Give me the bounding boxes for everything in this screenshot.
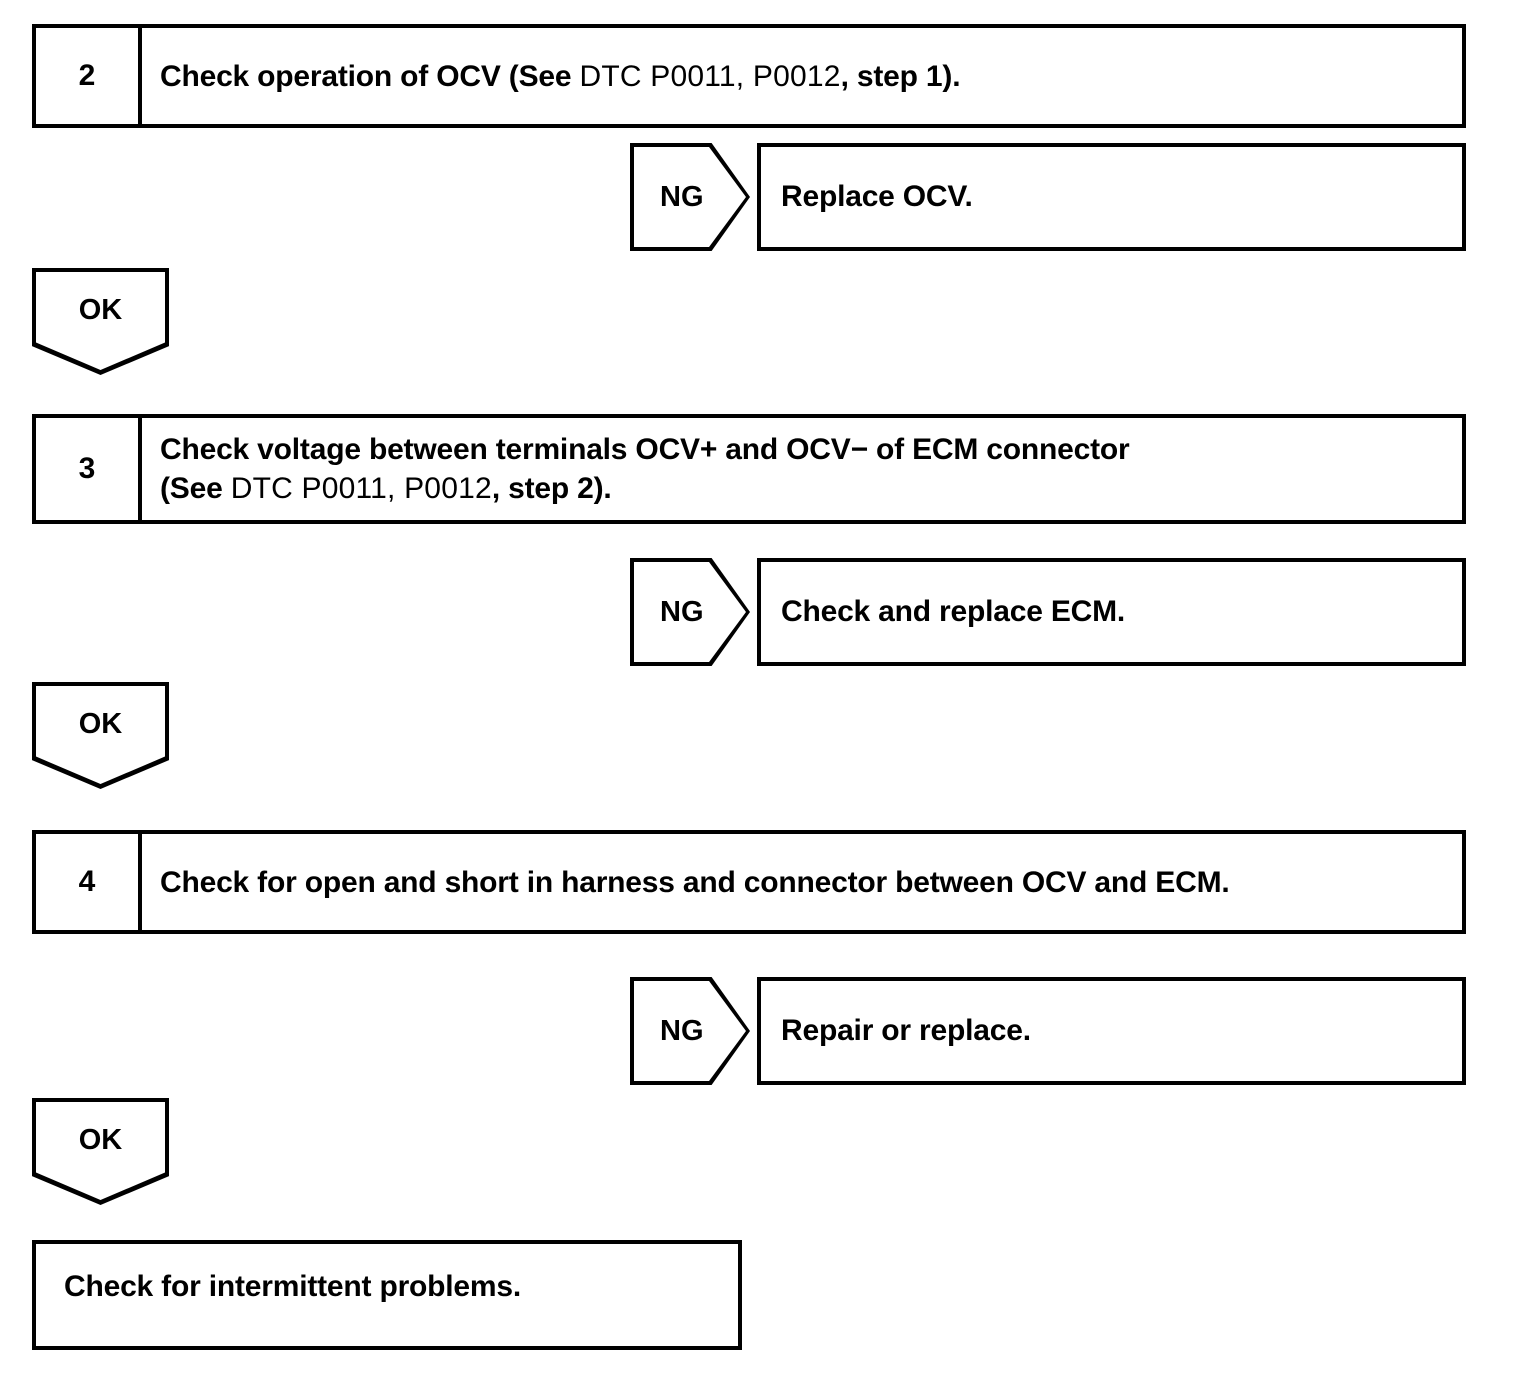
result-text: Replace OCV. [781, 180, 973, 213]
end-text: Check for intermittent problems. [64, 1270, 522, 1303]
result-box-repair-or-replace[interactable]: Repair or replace. [757, 977, 1466, 1085]
step-box-4[interactable]: 4 Check for open and short in harness an… [32, 830, 1466, 934]
ok-label: OK [78, 708, 123, 740]
ng-tag-inner: NG [634, 562, 746, 662]
step-box-2[interactable]: 2 Check operation of OCV (See DTC P0011,… [32, 24, 1466, 128]
step-text: Check voltage between terminals OCV+ and… [160, 430, 1130, 508]
ng-tag-inner: NG [634, 147, 746, 247]
step-number: 2 [78, 59, 96, 92]
ng-label: NG [660, 595, 704, 628]
ng-tag-inner: NG [634, 981, 746, 1081]
step-number-cell: 2 [36, 28, 142, 124]
ok-tag-1: OK [32, 268, 169, 375]
step-number-cell: 4 [36, 834, 142, 930]
ok-tag-3: OK [32, 1098, 169, 1205]
step-body: Check voltage between terminals OCV+ and… [142, 418, 1462, 520]
step-text-lead: Check operation of OCV (See [160, 59, 580, 93]
ok-tag-inner: OK [36, 1102, 165, 1200]
ok-tag-2: OK [32, 682, 169, 789]
ng-tag-2: NG [630, 558, 750, 666]
ng-tag-3: NG [630, 977, 750, 1085]
step-text: Check for open and short in harness and … [160, 865, 1230, 899]
step-number: 4 [78, 865, 96, 898]
step-text-tail: , step 2). [491, 472, 612, 505]
step-text-tail: , step 1). [840, 59, 961, 93]
ng-label: NG [660, 180, 704, 213]
step-text-reference: DTC P0011, P0012 [579, 59, 841, 93]
step-text-reference: DTC P0011, P0012 [230, 472, 492, 505]
result-box-replace-ocv[interactable]: Replace OCV. [757, 143, 1466, 251]
step-box-3[interactable]: 3 Check voltage between terminals OCV+ a… [32, 414, 1466, 524]
ok-label: OK [78, 294, 123, 326]
step-body: Check operation of OCV (See DTC P0011, P… [142, 28, 1462, 124]
step-text-lead: (See [160, 472, 231, 505]
step-body: Check for open and short in harness and … [142, 834, 1462, 930]
ok-label: OK [78, 1124, 123, 1156]
step-text: Check operation of OCV (See DTC P0011, P… [160, 57, 961, 96]
end-box-intermittent-problems[interactable]: Check for intermittent problems. [32, 1240, 742, 1350]
result-text: Repair or replace. [781, 1014, 1031, 1047]
ng-tag-1: NG [630, 143, 750, 251]
step-number-cell: 3 [36, 418, 142, 520]
result-box-check-replace-ecm[interactable]: Check and replace ECM. [757, 558, 1466, 666]
ok-tag-inner: OK [36, 686, 165, 784]
ng-label: NG [660, 1014, 704, 1047]
result-text: Check and replace ECM. [781, 595, 1126, 628]
step-number: 3 [78, 452, 96, 485]
ok-tag-inner: OK [36, 272, 165, 370]
step-text-line1: Check voltage between terminals OCV+ and… [160, 433, 1130, 466]
